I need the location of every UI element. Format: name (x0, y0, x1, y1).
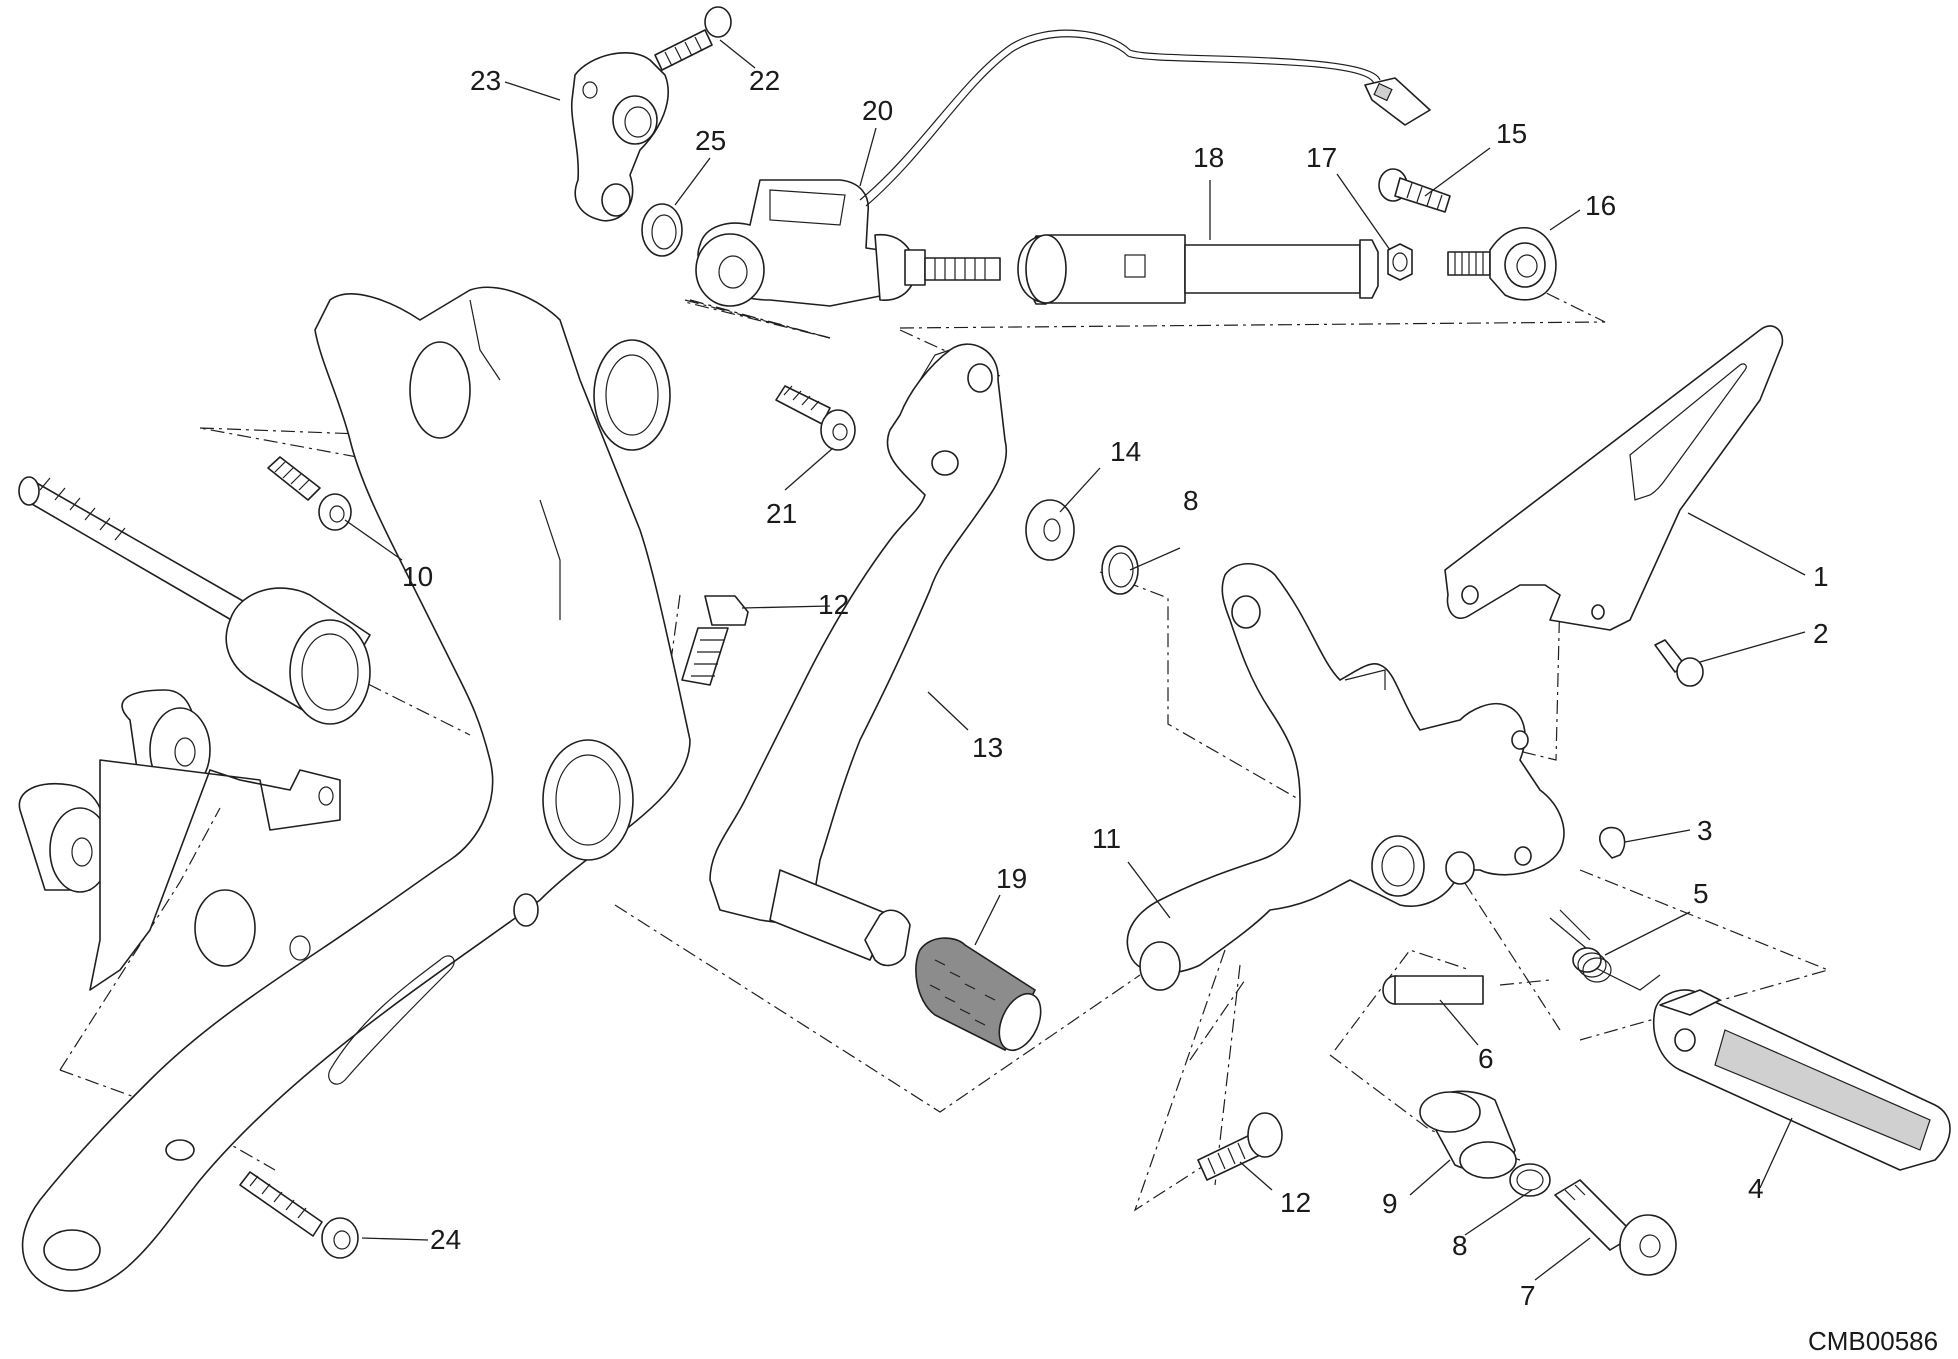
screw-21 (775, 385, 856, 451)
leader-lines (344, 39, 1806, 1281)
screw-2 (1654, 639, 1704, 687)
callout-7: 7 (1520, 1280, 1536, 1311)
callout-12-lower: 12 (1280, 1187, 1311, 1218)
callout-24: 24 (430, 1224, 461, 1255)
screw-15 (1378, 168, 1451, 213)
footrest-plate-11 (1126, 563, 1565, 991)
callout-19: 19 (996, 863, 1027, 894)
screw-24 (239, 1171, 359, 1259)
callout-11: 11 (1092, 823, 1121, 854)
callout-1: 1 (1813, 561, 1829, 592)
callout-12-upper: 12 (818, 589, 849, 620)
callout-10: 10 (402, 561, 433, 592)
rubber-19 (915, 937, 1042, 1052)
callout-3: 3 (1697, 815, 1713, 846)
heel-guard-1 (1444, 325, 1784, 631)
bushing-9 (1419, 1090, 1517, 1179)
callout-4: 4 (1748, 1173, 1764, 1204)
antivibration-bracket (18, 689, 341, 991)
ring-8-upper (1101, 545, 1139, 595)
callout-13: 13 (972, 732, 1003, 763)
callout-5: 5 (1693, 878, 1709, 909)
callout-2: 2 (1813, 618, 1829, 649)
screw-22 (654, 6, 732, 71)
main-footrest-bracket (21, 286, 691, 1292)
callout-22: 22 (749, 65, 780, 96)
washer-25 (641, 203, 683, 257)
shift-lever-13 (709, 343, 1008, 926)
shift-sensor-20 (695, 29, 1431, 307)
callout-23: 23 (470, 65, 501, 96)
pin-6 (1382, 975, 1484, 1005)
callout-16: 16 (1585, 190, 1616, 221)
rod-end-16 (1447, 227, 1557, 301)
screw-12-upper (681, 595, 749, 686)
callout-6: 6 (1478, 1043, 1494, 1074)
nut-17 (1387, 243, 1413, 281)
footpeg-4 (1653, 989, 1951, 1171)
washer-14 (1025, 499, 1075, 561)
callout-15: 15 (1496, 118, 1527, 149)
ring-8-lower (1509, 1163, 1551, 1197)
lever-23 (570, 52, 669, 222)
circlip-3 (1599, 826, 1626, 859)
screw-10 (267, 456, 352, 531)
callout-21: 21 (766, 498, 797, 529)
pivot-shaft (18, 476, 371, 725)
callout-8-lower: 8 (1452, 1230, 1468, 1261)
callout-14: 14 (1110, 436, 1141, 467)
rod-18 (1017, 234, 1379, 305)
screw-12-lower (1197, 1112, 1283, 1181)
shift-peg (769, 869, 911, 967)
callout-17: 17 (1306, 142, 1337, 173)
callout-20: 20 (862, 95, 893, 126)
callout-numbers: 1 2 3 4 5 6 7 8 8 9 10 11 12 12 13 14 15… (402, 65, 1829, 1311)
drawing-code: CMB00586 (1808, 1326, 1938, 1356)
callout-18: 18 (1193, 142, 1224, 173)
pin-7 (1554, 1179, 1677, 1276)
callout-8-upper: 8 (1183, 485, 1199, 516)
callout-25: 25 (695, 125, 726, 156)
spring-5 (1549, 909, 1661, 991)
callout-9: 9 (1382, 1188, 1398, 1219)
